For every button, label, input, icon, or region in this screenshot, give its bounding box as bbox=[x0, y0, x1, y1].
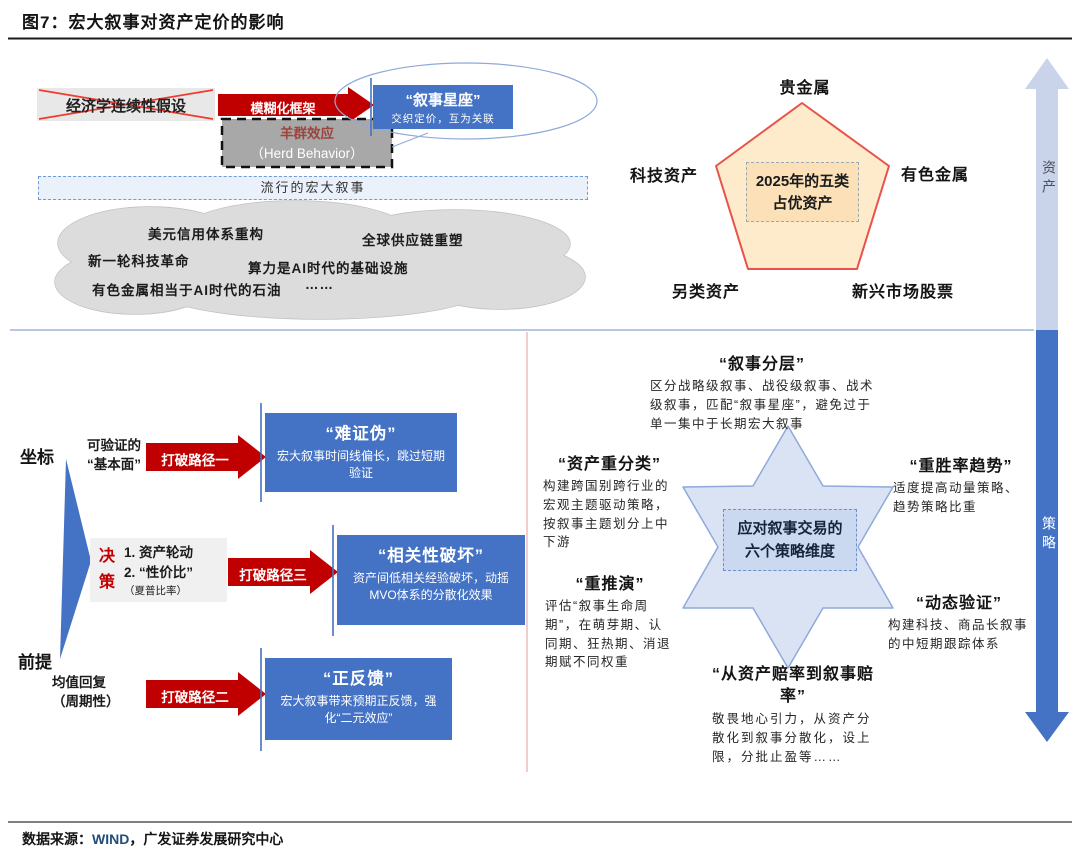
strategy-asset-reclassification: “资产重分类” 构建跨国别跨行业的宏观主题驱动策略，按叙事主题划分上中下游 bbox=[543, 450, 676, 552]
row3-note-line1: 均值回复 bbox=[52, 675, 106, 690]
strategy-narrative-layering: “叙事分层” 区分战略级叙事、战役级叙事、战术级叙事，匹配“叙事星座”，避免过于… bbox=[650, 350, 874, 433]
decision-item3: （夏普比率） bbox=[124, 584, 187, 597]
axis-label-strategy: 策略 bbox=[1041, 516, 1057, 554]
pentagon-center-box: 2025年的五类 占优资产 bbox=[746, 162, 859, 222]
footer-source-label: 数据来源： bbox=[22, 831, 92, 847]
bluebox2-title: “相关性破坏” bbox=[378, 547, 484, 565]
break-path2-label: 打破路径二 bbox=[161, 690, 229, 705]
strategy-deduction: “重推演” 评估“叙事生命周期”，在萌芽期、认同期、狂热期、消退期赋不同权重 bbox=[545, 570, 675, 672]
strategy-axis-arrow-down bbox=[1025, 330, 1069, 742]
crossed-assumption-label: 经济学连续性假设 bbox=[65, 98, 186, 115]
herd-behavior-label: 羊群效应 （Herd Behavior） bbox=[224, 124, 390, 163]
strategy2-title: “资产重分类” bbox=[557, 456, 661, 473]
decision-chevron bbox=[60, 459, 91, 659]
strategy1-title: “叙事分层” bbox=[718, 356, 805, 373]
cloud-item-ellipsis: …… bbox=[305, 277, 334, 292]
blur-arrow-label: 模糊化框架 bbox=[250, 101, 316, 116]
bluebox3-body: 宏大叙事带来预期正反馈，强化“二元效应” bbox=[280, 694, 437, 726]
break-path-arrow-1 bbox=[146, 435, 266, 479]
constellation-ellipse bbox=[334, 62, 598, 140]
narrative-cloud bbox=[54, 200, 586, 320]
row1-note: 可验证的 “基本面” bbox=[68, 437, 160, 475]
cloud-item-supply-chain: 全球供应链重塑 bbox=[362, 233, 464, 248]
strategy6-body: 敬畏地心引力，从资产分散化到叙事分散化，设上限，分批止盈等…… bbox=[712, 712, 872, 764]
cloud-item-usd-credit: 美元信用体系重构 bbox=[148, 227, 264, 242]
star-center-box: 应对叙事交易的 六个策略维度 bbox=[723, 509, 857, 571]
break-path1-label: 打破路径一 bbox=[161, 453, 229, 468]
strategy-odds-shift: “从资产赔率到叙事赔率” 敬畏地心引力，从资产分散化到叙事分散化，设上限，分批止… bbox=[712, 664, 874, 766]
star-center-line1: 应对叙事交易的 bbox=[737, 520, 843, 537]
pentagon-label-precious-metals: 贵金属 bbox=[779, 80, 831, 97]
bluebox1-body: 宏大叙事时间线偏长，跳过短期验证 bbox=[276, 449, 445, 481]
decision-box bbox=[90, 538, 227, 602]
star-center-line2: 六个策略维度 bbox=[744, 542, 835, 560]
pentagon-label-em-equities: 新兴市场股票 bbox=[852, 284, 955, 301]
constellation-subtitle: 交织定价，互为关联 bbox=[391, 113, 495, 125]
bluebox-hard-to-falsify: “难证伪” 宏大叙事时间线偏长，跳过短期验证 bbox=[265, 413, 457, 492]
row1-label: 坐标 bbox=[20, 448, 54, 467]
strategy4-body: 评估“叙事生命周期”，在萌芽期、认同期、狂热期、消退期赋不同权重 bbox=[545, 599, 672, 670]
row2-label: 决策 bbox=[99, 548, 116, 592]
cloud-item-tech-revolution: 新一轮科技革命 bbox=[88, 254, 190, 269]
herd-line1: 羊群效应 bbox=[280, 126, 334, 141]
strategy-win-rate-trend: “重胜率趋势” 适度提高动量策略、趋势策略比重 bbox=[893, 452, 1029, 517]
strategy5-title: “动态验证” bbox=[915, 595, 1002, 612]
footer-source: 数据来源：WIND，广发证券发展研究中心 bbox=[22, 829, 283, 849]
asset-axis-arrow-up bbox=[1025, 58, 1069, 330]
pentagon-center-line1: 2025年的五类 bbox=[755, 173, 850, 190]
strategy3-body: 适度提高动量策略、趋势策略比重 bbox=[893, 481, 1020, 514]
footer-source-suffix: ，广发证券发展研究中心 bbox=[129, 831, 284, 847]
constellation-title: “叙事星座” bbox=[405, 92, 481, 109]
pentagon-label-base-metals: 有色金属 bbox=[901, 167, 970, 184]
strategy5-body: 构建科技、商品长叙事的中短期跟踪体系 bbox=[888, 618, 1029, 651]
decision-item1: 1. 资产轮动 bbox=[124, 545, 194, 560]
herd-connector-line bbox=[391, 132, 429, 148]
figure-title: 图7：宏大叙事对资产定价的影响 bbox=[22, 13, 285, 32]
decision-item2: 2. “性价比” bbox=[124, 565, 194, 581]
strategy-dynamic-validation: “动态验证” 构建科技、商品长叙事的中短期跟踪体系 bbox=[888, 589, 1030, 654]
bluebox-tick-lines bbox=[260, 78, 372, 751]
row3-note-line2: （周期性） bbox=[52, 693, 120, 709]
strategy6-title: “从资产赔率到叙事赔率” bbox=[712, 666, 875, 705]
bluebox1-title: “难证伪” bbox=[325, 425, 397, 443]
break-path-arrow-2 bbox=[146, 672, 266, 716]
row3-label: 前提 bbox=[18, 653, 52, 672]
row3-note: 均值回复 （周期性） bbox=[52, 674, 162, 712]
bluebox2-body: 资产间低相关经验破坏，动摇MVO体系的分散化效果 bbox=[352, 571, 509, 603]
break-path3-label: 打破路径三 bbox=[239, 568, 307, 583]
red-x-mark bbox=[38, 89, 214, 120]
narrative-constellation-box: “叙事星座” 交织定价，互为关联 bbox=[373, 85, 513, 129]
break-path-arrow-3 bbox=[228, 550, 338, 594]
pentagon-label-alternative-assets: 另类资产 bbox=[672, 284, 741, 301]
strategy3-title: “重胜率趋势” bbox=[909, 458, 1013, 475]
bluebox3-title: “正反馈” bbox=[323, 670, 394, 688]
pentagon-center-line2: 占优资产 bbox=[772, 194, 833, 212]
row1-note-line1: 可验证的 bbox=[87, 438, 141, 453]
cloud-item-metals-oil: 有色金属相当于AI时代的石油 bbox=[92, 283, 282, 298]
footer-source-wind: WIND bbox=[92, 831, 130, 847]
blur-arrow bbox=[218, 87, 374, 123]
strategy4-title: “重推演” bbox=[575, 576, 645, 593]
herd-line2: （Herd Behavior） bbox=[250, 145, 364, 161]
pentagon-label-tech-assets: 科技资产 bbox=[630, 168, 699, 185]
decision-items: 1. 资产轮动 2. “性价比” （夏普比率） bbox=[124, 543, 229, 599]
cloud-item-ai-compute: 算力是AI时代的基础设施 bbox=[248, 261, 409, 276]
strategy2-body: 构建跨国别跨行业的宏观主题驱动策略，按叙事主题划分上中下游 bbox=[543, 479, 670, 550]
axis-label-asset: 资产 bbox=[1041, 160, 1057, 198]
strategy1-body: 区分战略级叙事、战役级叙事、战术级叙事，匹配“叙事星座”，避免过于单一集中于长期… bbox=[650, 379, 875, 431]
herd-behavior-box bbox=[220, 117, 394, 169]
row1-note-line2: “基本面” bbox=[87, 456, 141, 472]
popular-narratives-banner: 流行的宏大叙事 bbox=[38, 176, 588, 200]
bluebox-correlation-breakdown: “相关性破坏” 资产间低相关经验破坏，动摇MVO体系的分散化效果 bbox=[337, 535, 525, 625]
bluebox-positive-feedback: “正反馈” 宏大叙事带来预期正反馈，强化“二元效应” bbox=[265, 658, 452, 740]
